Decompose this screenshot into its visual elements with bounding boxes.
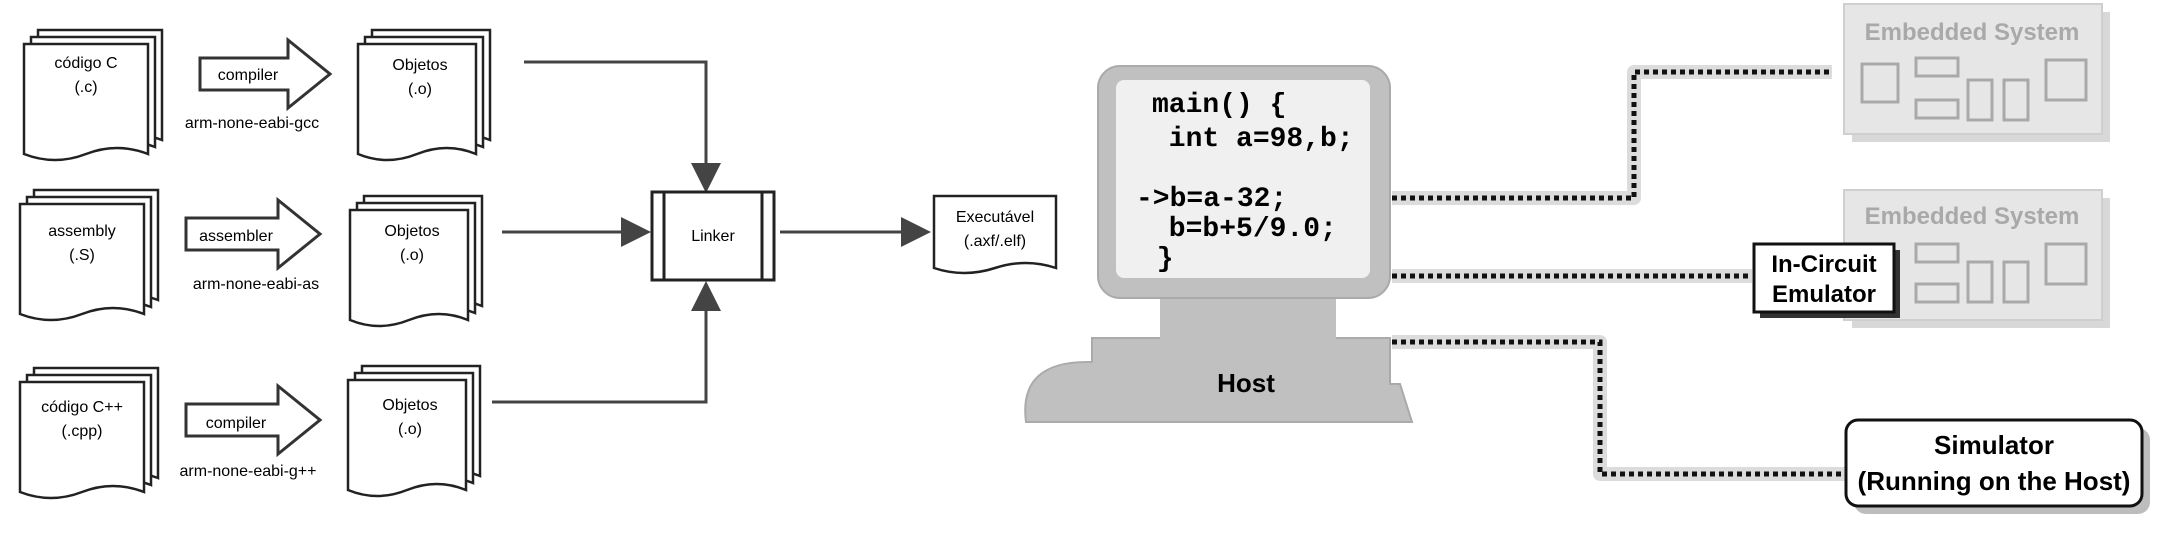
simulator-line-1: Simulator (1934, 430, 2054, 460)
host-code-line-1: main() { (1152, 90, 1286, 121)
assembler-command: arm-none-eabi-as (193, 276, 319, 293)
compiler-c-arrow: compiler arm-none-eabi-gcc (185, 36, 333, 132)
source-asm-doc: assembly (.S) (18, 188, 160, 322)
source-asm-ext: (.S) (69, 247, 95, 264)
host-computer: main() { int a=98,b; ->b=a-32; b=b+5/9.0… (1024, 65, 1414, 423)
assembler-arrow: assembler arm-none-eabi-as (184, 196, 323, 293)
link-host-to-simulator (1392, 335, 1846, 481)
emulator-line-1: In-Circuit (1771, 251, 1876, 278)
simulator-box: Simulator (Running on the Host) (1844, 418, 2150, 514)
compiler-cpp-label: compiler (206, 415, 267, 432)
executable-label: Executável (956, 209, 1034, 226)
source-c-ext: (.c) (74, 79, 97, 96)
host-code-line-5: b=b+5/9.0; (1152, 214, 1337, 245)
linker-label: Linker (691, 228, 735, 245)
source-cpp-doc: código C++ (.cpp) (18, 366, 160, 500)
connector-objects-c-to-linker (524, 60, 721, 193)
objects-asm-label: Objetos (384, 223, 439, 240)
objects-c-ext: (.o) (408, 81, 432, 98)
compiler-c-command: arm-none-eabi-gcc (185, 115, 319, 132)
compiler-cpp-arrow: compiler arm-none-eabi-g++ (180, 382, 323, 480)
objects-cpp-doc: Objetos (.o) (346, 364, 482, 498)
source-c-doc: código C (.c) (22, 28, 164, 162)
emulator-line-2: Emulator (1772, 281, 1876, 308)
host-code-line-6: } (1140, 244, 1174, 275)
source-cpp-ext: (.cpp) (62, 423, 103, 440)
linker-box: Linker (650, 190, 776, 282)
objects-cpp-label: Objetos (382, 397, 437, 414)
link-host-to-embedded-1-dots (1392, 69, 1832, 201)
source-cpp-label: código C++ (41, 399, 123, 416)
link-host-to-simulator-dots (1392, 339, 1846, 477)
objects-asm-ext: (.o) (400, 247, 424, 264)
host-code-line-4: ->b=a-32; (1136, 184, 1287, 215)
compiler-c-label: compiler (218, 67, 279, 84)
executable-doc: Executável (.axf/.elf) (932, 194, 1058, 275)
assembler-label: assembler (199, 228, 273, 245)
executable-ext: (.axf/.elf) (964, 233, 1026, 250)
objects-asm-doc: Objetos (.o) (348, 194, 484, 328)
in-circuit-emulator-box: In-Circuit Emulator (1752, 242, 1900, 318)
source-asm-label: assembly (48, 223, 116, 240)
host-code-line-2: int a=98,b; (1152, 124, 1354, 155)
objects-c-doc: Objetos (.o) (356, 28, 492, 162)
connector-objects-cpp-to-linker (492, 281, 721, 404)
objects-c-label: Objetos (392, 57, 447, 74)
host-label: Host (1217, 368, 1275, 398)
simulator-line-2: (Running on the Host) (1858, 466, 2131, 496)
compiler-cpp-command: arm-none-eabi-g++ (180, 463, 317, 480)
objects-cpp-ext: (.o) (398, 421, 422, 438)
source-c-label: código C (54, 55, 117, 72)
embedded-system-1-title: Embedded System (1865, 19, 2080, 46)
link-host-to-embedded-1 (1392, 65, 1832, 205)
embedded-system-2-title: Embedded System (1865, 203, 2080, 230)
embedded-system-1: Embedded System (1843, 3, 2110, 142)
